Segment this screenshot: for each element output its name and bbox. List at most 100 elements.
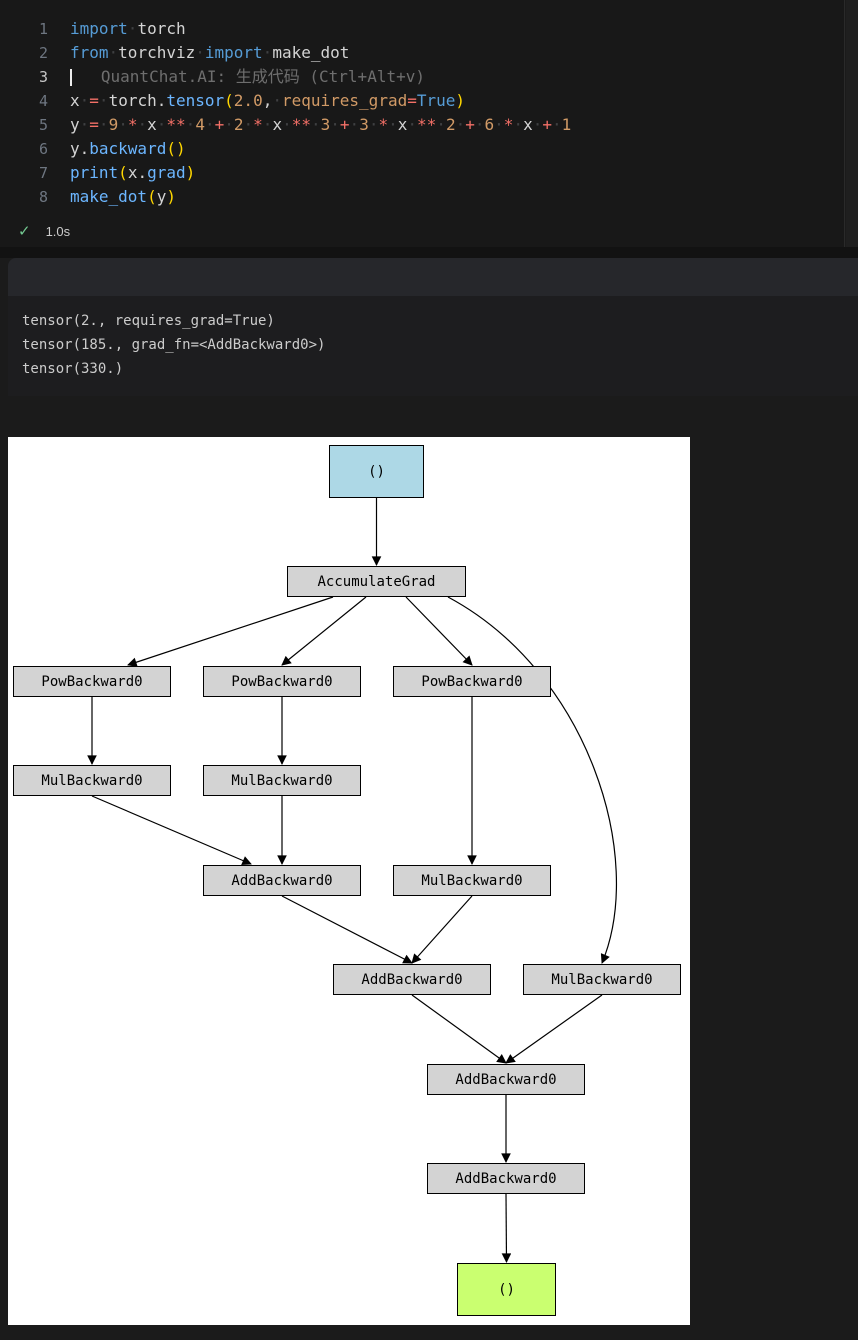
code-token: y. bbox=[70, 139, 90, 158]
code-token: print bbox=[70, 163, 119, 182]
code-token: 2 bbox=[445, 115, 456, 134]
graph-edge bbox=[281, 596, 367, 666]
code-token: x bbox=[523, 115, 533, 134]
code-token: import bbox=[204, 43, 263, 62]
code-token: 9 bbox=[108, 115, 119, 134]
code-token: · bbox=[243, 115, 254, 134]
graph-edge bbox=[127, 596, 334, 667]
code-token: tensor bbox=[166, 91, 225, 110]
code-token: · bbox=[118, 115, 128, 134]
code-token: = bbox=[89, 91, 99, 110]
code-token: , bbox=[262, 91, 273, 110]
code-token: () bbox=[166, 139, 186, 158]
code-token: x. bbox=[127, 163, 148, 182]
code-token: 6 bbox=[484, 115, 495, 134]
output-line: tensor(330.) bbox=[22, 361, 124, 377]
code-text[interactable]: import·torch bbox=[70, 17, 186, 41]
code-token: ) bbox=[185, 163, 196, 182]
code-token: 4 bbox=[195, 115, 205, 134]
code-text[interactable]: QuantChat.AI: 生成代码 (Ctrl+Alt+v) bbox=[70, 65, 425, 89]
code-token: x bbox=[147, 115, 157, 134]
code-text[interactable]: y.backward() bbox=[70, 137, 186, 161]
code-token: · bbox=[368, 115, 379, 134]
success-check-icon: ✓ bbox=[18, 223, 31, 240]
code-token: 3 bbox=[320, 115, 331, 134]
code-token: torch bbox=[137, 19, 186, 38]
code-token: · bbox=[127, 19, 138, 38]
code-text[interactable]: make_dot(y) bbox=[70, 185, 176, 209]
code-token: + bbox=[465, 115, 475, 134]
code-token: · bbox=[272, 91, 282, 110]
code-token: y bbox=[156, 187, 167, 206]
output-cell: tensor(2., requires_grad=True) tensor(185… bbox=[8, 258, 858, 396]
code-token: · bbox=[282, 115, 292, 134]
code-token: 2.0 bbox=[233, 91, 263, 110]
code-line[interactable]: 1 import·torch bbox=[0, 17, 844, 41]
code-token: ( bbox=[118, 163, 128, 182]
code-token: * bbox=[253, 115, 263, 134]
graph-edge bbox=[447, 596, 618, 964]
code-token: grad bbox=[147, 163, 186, 182]
code-line[interactable]: 2 from·torchviz·import·make_dot bbox=[0, 41, 844, 65]
code-token: x bbox=[272, 115, 283, 134]
output-line: tensor(185., grad_fn=<AddBackward0>) bbox=[22, 337, 326, 353]
execution-time: 1.0s bbox=[45, 223, 71, 239]
graph-node-pow_r: PowBackward0 bbox=[393, 666, 551, 697]
code-token: · bbox=[513, 115, 524, 134]
graph-node-mul_r: MulBackward0 bbox=[393, 865, 551, 896]
code-token: import bbox=[70, 19, 128, 38]
code-token: · bbox=[79, 91, 90, 110]
code-token: · bbox=[474, 115, 485, 134]
graph-node-mul_rr: MulBackward0 bbox=[523, 964, 681, 995]
line-number: 4 bbox=[38, 92, 48, 110]
editor-right-gutter bbox=[846, 0, 858, 247]
graph-edge bbox=[405, 596, 473, 666]
graph-node-add_4: AddBackward0 bbox=[427, 1163, 585, 1194]
code-token: · bbox=[455, 115, 466, 134]
graph-node-pow_l: PowBackward0 bbox=[13, 666, 171, 697]
code-token: ) bbox=[455, 91, 466, 110]
execution-status: ✓ 1.0s bbox=[0, 220, 70, 242]
code-token: True bbox=[416, 91, 456, 110]
code-token: · bbox=[262, 43, 273, 62]
code-token: torch. bbox=[108, 91, 167, 110]
code-token: backward bbox=[89, 139, 167, 158]
code-token: ( bbox=[147, 187, 157, 206]
line-number: 1 bbox=[38, 20, 48, 38]
code-line[interactable]: 6 y.backward() bbox=[0, 137, 844, 161]
code-token: · bbox=[156, 115, 167, 134]
line-number: 6 bbox=[38, 140, 48, 158]
cell-divider bbox=[0, 247, 858, 258]
code-text[interactable]: print(x.grad) bbox=[70, 161, 195, 185]
code-text[interactable]: y·=·9·*·x·**·4·+·2·*·x·**·3·+·3·*·x·**·2… bbox=[70, 113, 571, 137]
code-text[interactable]: from·torchviz·import·make_dot bbox=[70, 41, 349, 65]
code-token: ** bbox=[166, 115, 186, 134]
code-token: x bbox=[70, 91, 80, 110]
code-text[interactable]: x·=·torch.tensor(2.0,·requires_grad=True… bbox=[70, 89, 465, 113]
code-line[interactable]: 3 QuantChat.AI: 生成代码 (Ctrl+Alt+v) bbox=[0, 65, 844, 89]
graph-node-out_bot: () bbox=[457, 1263, 556, 1316]
graph-node-add_2: AddBackward0 bbox=[333, 964, 491, 995]
graph-edge bbox=[91, 795, 252, 866]
graph-node-pow_m: PowBackward0 bbox=[203, 666, 361, 697]
code-token: · bbox=[310, 115, 321, 134]
code-token: * bbox=[127, 115, 138, 134]
code-token: · bbox=[204, 115, 215, 134]
line-number: 7 bbox=[38, 164, 48, 182]
code-token: + bbox=[339, 115, 350, 134]
line-number: 2 bbox=[38, 44, 48, 62]
code-token: · bbox=[532, 115, 543, 134]
code-token: · bbox=[388, 115, 398, 134]
code-token: make_dot bbox=[70, 187, 148, 206]
text-cursor bbox=[70, 69, 72, 86]
code-line[interactable]: 7 print(x.grad) bbox=[0, 161, 844, 185]
code-token: ( bbox=[224, 91, 234, 110]
output-line: tensor(2., requires_grad=True) bbox=[22, 313, 275, 329]
line-number: 5 bbox=[38, 116, 48, 134]
